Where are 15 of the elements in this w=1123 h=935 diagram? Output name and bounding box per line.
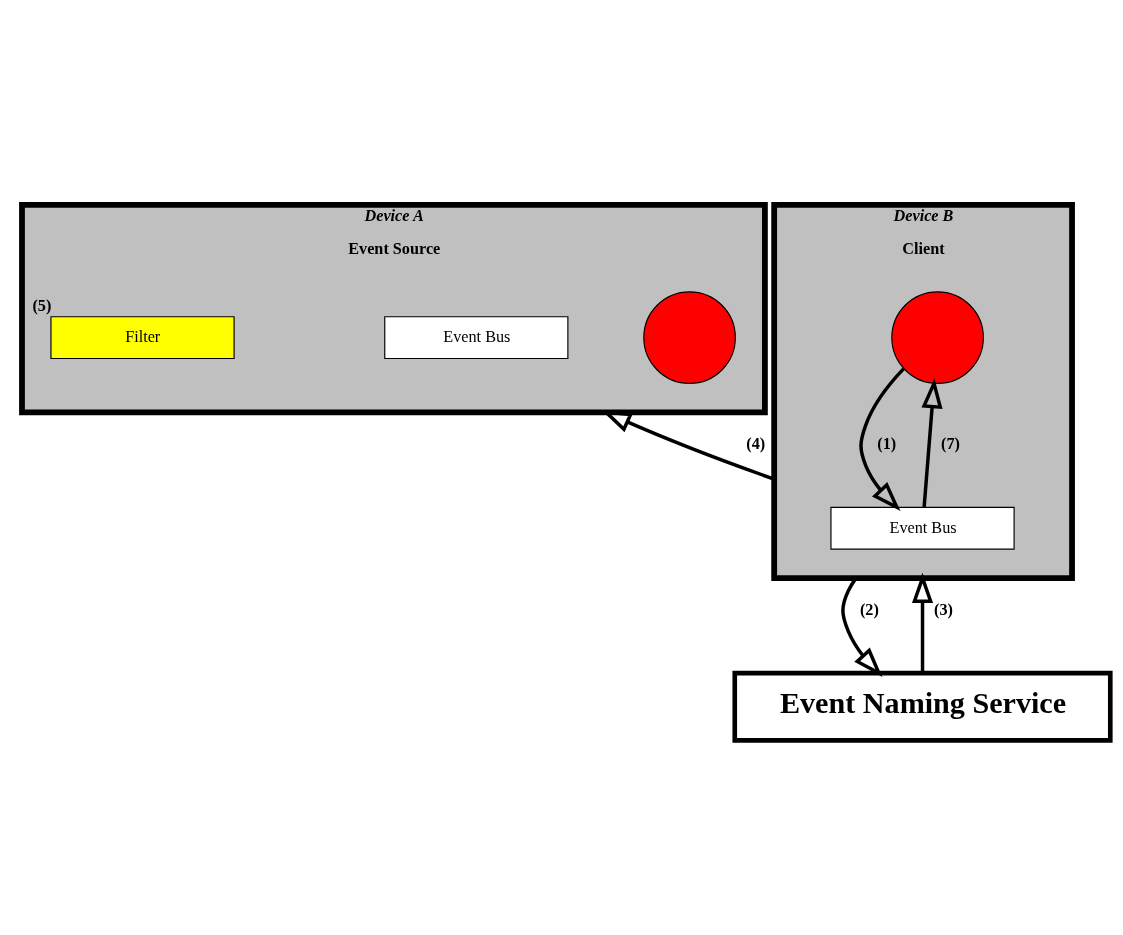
edge-label: (3): [934, 600, 954, 619]
node-box: Filter: [50, 315, 235, 359]
node-box: Event Bus: [384, 315, 569, 359]
arrow: [859, 367, 905, 511]
edge-label: (4): [746, 434, 766, 453]
node-box: Event Bus: [830, 506, 1015, 550]
node-circle: [643, 290, 736, 384]
edge-label: (1): [877, 434, 897, 453]
node-box: Event Naming Service: [732, 670, 1113, 743]
arrow: [921, 377, 943, 507]
edge-label: (7): [941, 434, 960, 453]
node-label: (5): [32, 296, 52, 315]
node-circle: [891, 290, 984, 384]
arrow: [911, 572, 934, 673]
edge-label: (2): [859, 600, 879, 619]
